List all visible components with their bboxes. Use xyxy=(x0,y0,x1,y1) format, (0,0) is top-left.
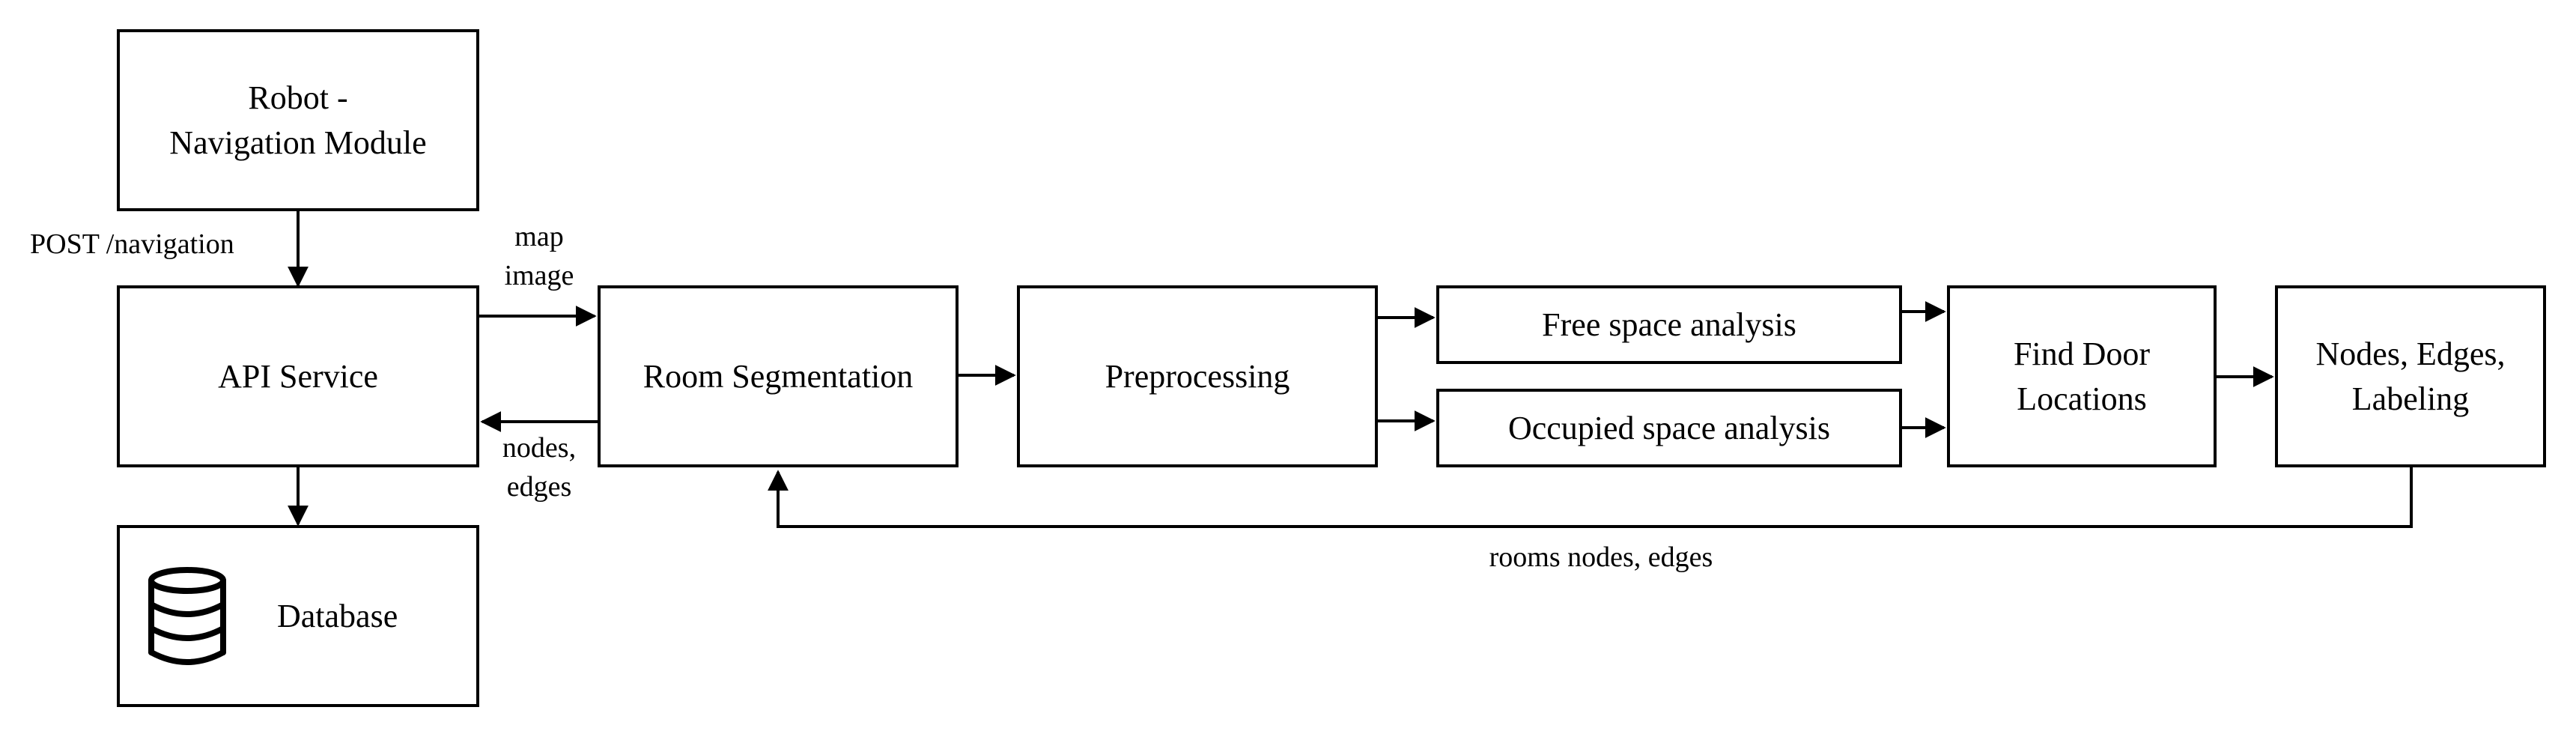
map-image-label: map image xyxy=(479,217,599,295)
arrow-feedback-to-room-segmentation xyxy=(768,466,2413,528)
map-image-line2: image xyxy=(504,260,574,291)
robot-label-line1: Robot - xyxy=(248,79,348,116)
find-door-label-line2: Locations xyxy=(2017,380,2147,417)
occupied-space-analysis-box: Occupied space analysis xyxy=(1436,389,1902,467)
preprocessing-label: Preprocessing xyxy=(1105,357,1290,395)
find-door-locations-label: Find Door Locations xyxy=(2014,332,2150,422)
find-door-label-line1: Find Door xyxy=(2013,335,2151,372)
nodes-edges-return-line1: nodes, xyxy=(502,432,577,464)
nodes-edges-return-line2: edges xyxy=(506,471,572,503)
database-box: Database xyxy=(117,525,479,707)
nodes-edges-return-label: nodes, edges xyxy=(479,428,599,506)
nodes-edges-label-line1: Nodes, Edges, xyxy=(2315,335,2506,372)
post-navigation-label: POST /navigation xyxy=(30,228,234,260)
nodes-edges-labeling-label: Nodes, Edges, Labeling xyxy=(2316,332,2506,422)
database-label: Database xyxy=(277,597,398,634)
api-service-box: API Service xyxy=(117,285,479,467)
robot-label-line2: Navigation Module xyxy=(169,124,427,161)
api-service-label: API Service xyxy=(218,357,378,395)
room-segmentation-box: Room Segmentation xyxy=(598,285,959,467)
robot-navigation-module-label: Robot - Navigation Module xyxy=(169,76,426,166)
map-image-line1: map xyxy=(514,221,564,252)
nodes-edges-label-line2: Labeling xyxy=(2351,380,2470,417)
free-space-analysis-label: Free space analysis xyxy=(1542,306,1796,343)
preprocessing-box: Preprocessing xyxy=(1017,285,1378,467)
free-space-analysis-box: Free space analysis xyxy=(1436,285,1902,364)
nodes-edges-labeling-box: Nodes, Edges, Labeling xyxy=(2275,285,2546,467)
occupied-space-analysis-label: Occupied space analysis xyxy=(1507,409,1831,446)
find-door-locations-box: Find Door Locations xyxy=(1947,285,2217,467)
rooms-nodes-edges-label: rooms nodes, edges xyxy=(1489,542,1713,573)
robot-navigation-module-box: Robot - Navigation Module xyxy=(117,29,479,211)
database-icon xyxy=(148,566,226,665)
room-segmentation-label: Room Segmentation xyxy=(643,357,914,395)
